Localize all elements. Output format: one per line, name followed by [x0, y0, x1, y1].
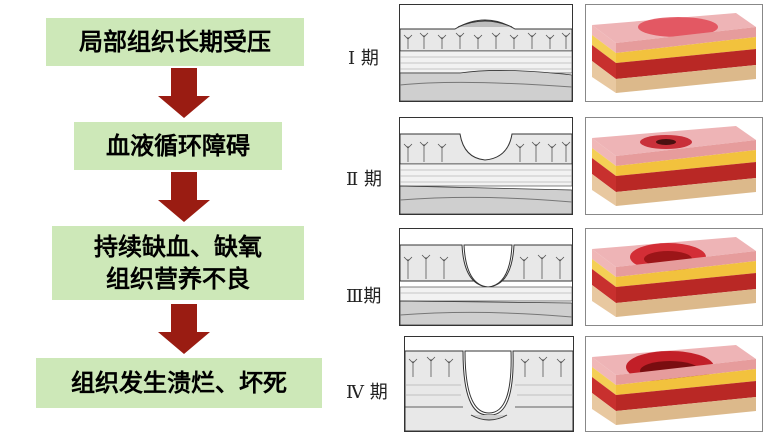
flow-step-ischemia-line1: 持续缺血、缺氧	[94, 233, 262, 261]
stage-4-tissue-illustration	[585, 336, 763, 432]
down-arrow-icon	[158, 304, 210, 354]
down-arrow-icon	[158, 68, 210, 118]
flow-step-necrosis-text: 组织发生溃烂、坏死	[71, 369, 287, 397]
stage-3-cross-section	[399, 228, 573, 326]
stage-3-tissue-illustration	[585, 228, 763, 326]
stage-2-tissue-illustration	[585, 117, 763, 215]
down-arrow-icon	[158, 172, 210, 222]
stage-4-label: Ⅳ 期	[346, 382, 388, 403]
stage-2-cross-section	[399, 117, 573, 215]
stage-1-label: Ⅰ 期	[348, 48, 379, 69]
flow-step-circulation-text: 血液循环障碍	[106, 132, 250, 160]
flow-step-pressure-text: 局部组织长期受压	[79, 28, 271, 56]
stage-1-cross-section	[399, 4, 573, 102]
flow-step-ischemia-line2: 组织营养不良	[106, 265, 250, 293]
flow-step-circulation: 血液循环障碍	[74, 122, 282, 170]
stage-2-label: Ⅱ 期	[346, 169, 382, 190]
flow-step-pressure: 局部组织长期受压	[46, 18, 304, 66]
flow-step-necrosis: 组织发生溃烂、坏死	[36, 358, 322, 408]
stage-1-tissue-illustration	[585, 4, 763, 102]
stage-3-label: Ⅲ期	[346, 286, 382, 307]
stage-4-cross-section	[404, 336, 574, 432]
flow-step-ischemia: 持续缺血、缺氧 组织营养不良	[52, 226, 304, 300]
